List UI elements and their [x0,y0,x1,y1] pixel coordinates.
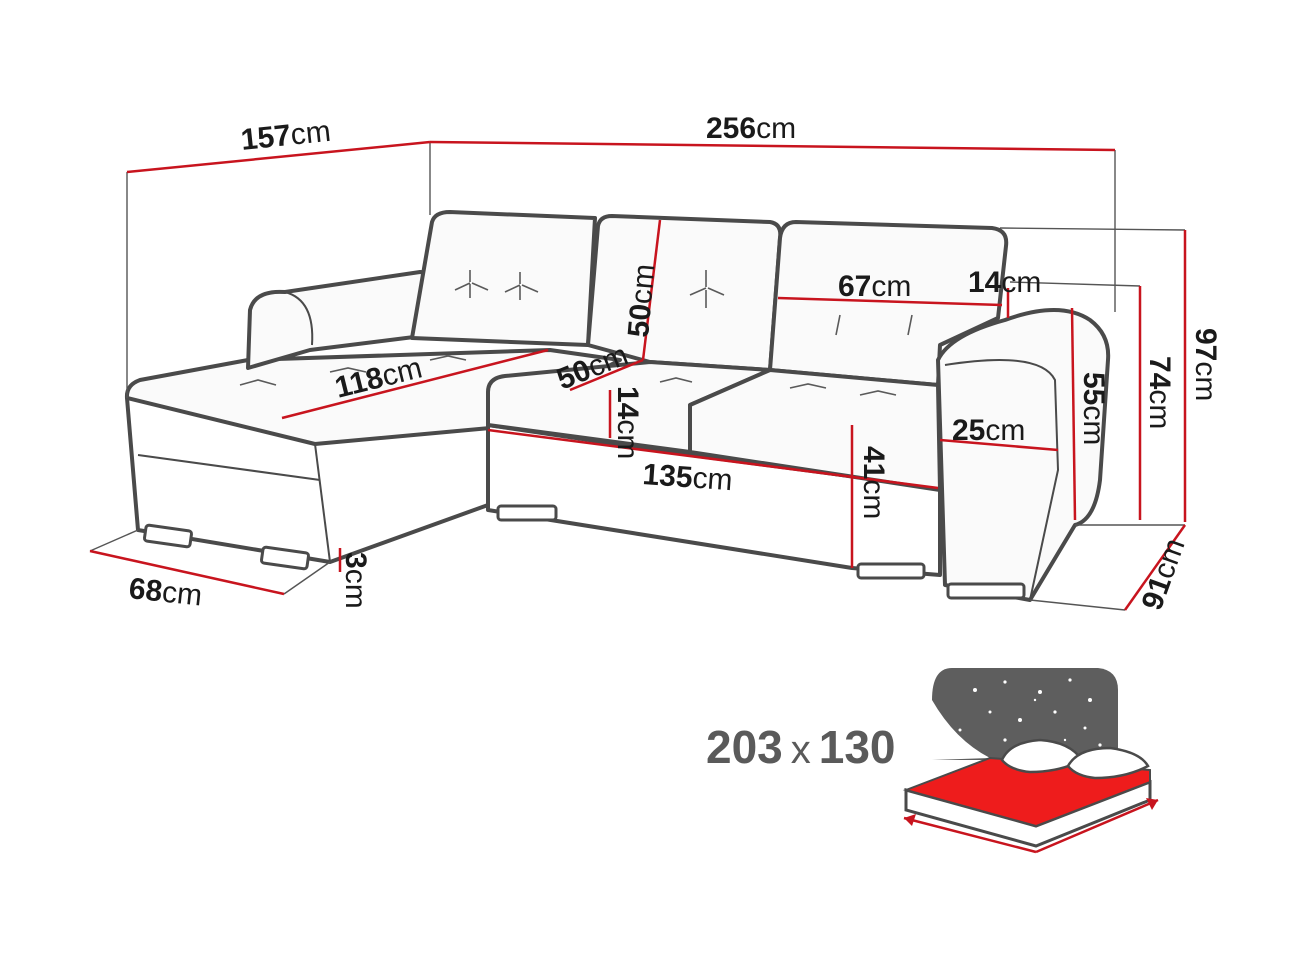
dimension-labels: 157cm 256cm 118cm 50cm 50cm 14cm 135cm 6… [127,112,1222,614]
label-chaise-total-width: 157cm [239,115,332,157]
label-armrest-height: 55cm [1077,372,1110,445]
label-seat-width: 135cm [642,458,734,497]
dimension-lines [89,140,1187,611]
label-back-cushion-height: 50cm [622,263,661,339]
leg [856,562,926,580]
label-leg-height: 3cm [339,552,372,609]
label-total-length: 256cm [706,112,796,145]
label-seat-thickness: 14cm [611,386,644,459]
chaise-back-cushion [410,210,597,347]
label-total-depth: 91cm [1136,534,1192,614]
label-backrest-thickness: 14cm [968,266,1041,299]
sofa-illustration [124,210,1111,602]
leg [946,582,1026,600]
label-backrest-height: 74cm [1143,356,1176,429]
label-chaise-depth: 68cm [127,572,203,612]
leg [259,545,311,571]
crescent-moon-icon [932,700,990,760]
leg [496,504,558,522]
label-seat-height: 41cm [857,446,890,519]
night-sky-icon [932,668,1118,760]
label-armrest-width: 25cm [952,414,1025,447]
pillow [1066,746,1150,780]
label-chaise-seat-length: 118cm [332,351,426,404]
label-total-height: 97cm [1189,328,1222,401]
stars-icon [958,678,1102,747]
leg [142,523,194,549]
right-back-cushion [768,220,1009,387]
right-armrest [936,308,1111,602]
label-cushion-width: 67cm [838,270,911,303]
